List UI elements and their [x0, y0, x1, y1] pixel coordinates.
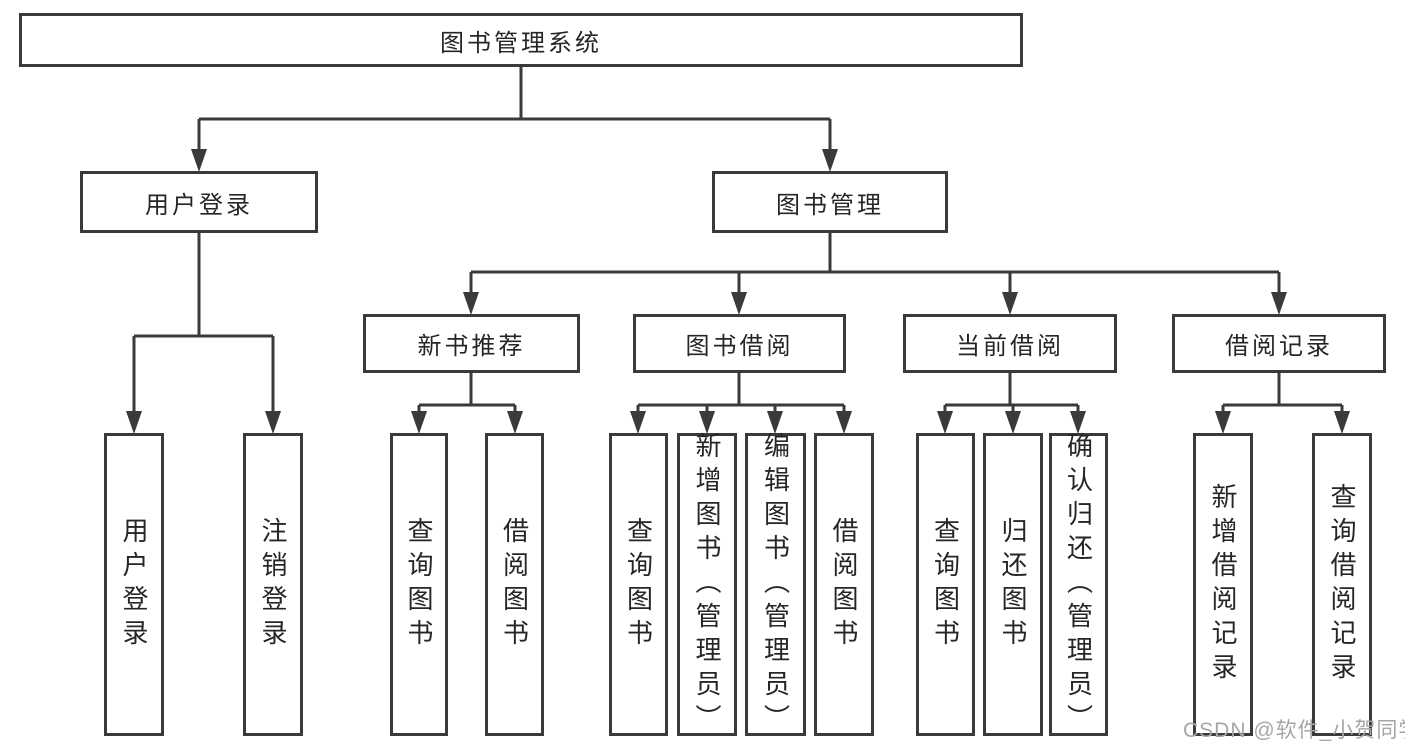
node-new-book-recommend: 新书推荐 [363, 314, 580, 373]
leaf-current-return-books: 归还图书 [983, 433, 1043, 736]
wire-current-borrow-to-leaves [943, 373, 1080, 412]
arrow-down-icon [411, 411, 427, 434]
leaf-records-add-record: 新增借阅记录 [1193, 433, 1253, 736]
arrow-down-icon [1002, 292, 1018, 315]
node-label: 用户登录 [119, 516, 149, 653]
node-label: 图书管理系统 [440, 29, 602, 57]
wire-new-book-to-leaves [417, 373, 517, 412]
arrow-down-icon [699, 411, 715, 434]
wire-book-mgmt-to-level3 [469, 233, 1281, 292]
arrow-down-icon [1334, 411, 1350, 434]
csdn-watermark: CSDN @软件_小贺同学 [1183, 719, 1405, 742]
leaf-records-query-record: 查询借阅记录 [1312, 433, 1372, 736]
node-label: 新书推荐 [417, 333, 526, 360]
arrow-down-icon [1215, 411, 1231, 434]
node-label: 借阅图书 [829, 516, 859, 653]
arrow-down-icon [731, 292, 747, 315]
leaf-user-login: 用户登录 [104, 433, 164, 736]
node-label: 借阅图书 [499, 516, 530, 653]
node-label: 当前借阅 [956, 333, 1064, 360]
leaf-logout: 注销登录 [243, 433, 303, 736]
arrow-down-icon [836, 411, 852, 434]
leaf-borrow-query-books: 查询图书 [609, 433, 668, 736]
node-label: 用户登录 [145, 191, 253, 219]
node-user-login: 用户登录 [80, 171, 318, 233]
wire-user-login-to-leaves [132, 233, 275, 412]
node-label: 查询图书 [623, 516, 654, 653]
wire-book-borrow-to-leaves [636, 373, 846, 412]
node-label: 查询图书 [404, 516, 434, 653]
node-borrowing-records: 借阅记录 [1172, 314, 1386, 373]
arrow-down-icon [507, 411, 523, 434]
node-label: 注销登录 [258, 516, 288, 653]
node-current-borrowing: 当前借阅 [903, 314, 1117, 373]
arrow-down-icon [937, 411, 953, 434]
node-label: 归还图书 [998, 516, 1028, 653]
wire-records-to-leaves [1221, 373, 1344, 412]
arrow-down-icon [463, 292, 479, 315]
node-book-borrowing: 图书借阅 [633, 314, 846, 373]
node-label: 查询借阅记录 [1327, 482, 1357, 687]
arrow-down-icon [630, 411, 646, 434]
arrow-down-icon [126, 411, 142, 434]
node-label: 图书借阅 [685, 333, 794, 360]
leaf-borrow-edit-books-admin: 编辑图书（管理员） [745, 431, 806, 738]
leaf-current-query-books: 查询图书 [916, 433, 975, 736]
wire-root-to-level2 [197, 67, 832, 150]
arrow-down-icon [1070, 411, 1086, 434]
node-label: 新增图书（管理员） [692, 431, 722, 738]
arrow-down-icon [191, 149, 207, 172]
node-library-system: 图书管理系统 [19, 13, 1023, 67]
leaf-newrec-borrow-books: 借阅图书 [485, 433, 544, 736]
leaf-newrec-query-books: 查询图书 [390, 433, 448, 736]
arrow-down-icon [1005, 411, 1021, 434]
arrow-down-icon [822, 149, 838, 172]
arrow-down-icon [265, 411, 281, 434]
node-label: 新增借阅记录 [1208, 482, 1238, 687]
arrowheads [126, 149, 1350, 434]
node-label: 图书管理 [776, 191, 884, 219]
node-label: 借阅记录 [1225, 333, 1333, 360]
leaf-borrow-add-books-admin: 新增图书（管理员） [677, 431, 737, 738]
arrow-down-icon [1271, 292, 1287, 315]
leaf-current-confirm-return-admin: 确认归还（管理员） [1049, 431, 1108, 738]
node-label: 编辑图书（管理员） [760, 431, 791, 738]
node-label: 确认归还（管理员） [1063, 431, 1094, 738]
arrow-down-icon [767, 411, 783, 434]
node-book-management: 图书管理 [712, 171, 948, 233]
node-label: 查询图书 [930, 516, 961, 653]
leaf-borrow-borrow-books: 借阅图书 [814, 433, 874, 736]
